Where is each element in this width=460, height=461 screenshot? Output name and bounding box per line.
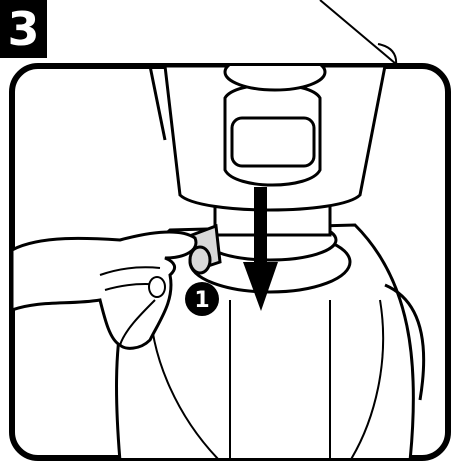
previous-panel-corner <box>320 0 396 66</box>
step-number: 3 <box>0 2 47 56</box>
step-number-badge: 3 <box>0 0 47 58</box>
callout-label: 1 <box>194 288 209 313</box>
base-unit <box>150 54 385 210</box>
callout-1: 1 <box>185 282 219 316</box>
